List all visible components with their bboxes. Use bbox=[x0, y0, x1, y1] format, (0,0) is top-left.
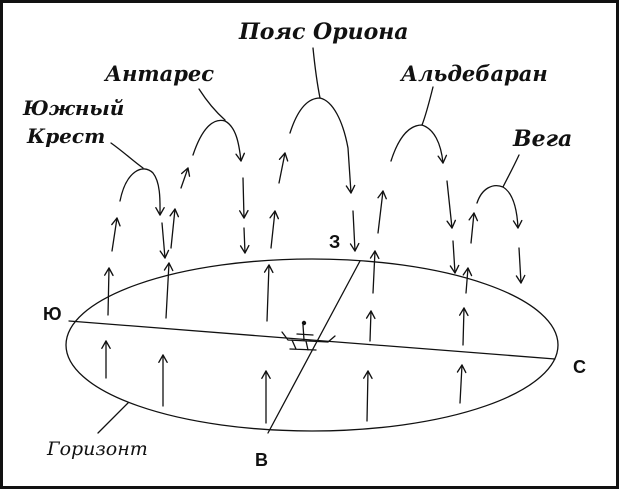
path-aldebaran bbox=[363, 124, 460, 422]
path-antares bbox=[158, 119, 250, 407]
label-south: Ю bbox=[43, 304, 62, 324]
south-north-line bbox=[68, 320, 556, 360]
label-antares: Антарес bbox=[103, 61, 214, 86]
boat-icon bbox=[281, 320, 336, 351]
label-east: В bbox=[255, 450, 268, 470]
label-vega: Вега bbox=[512, 126, 572, 152]
horizon-ellipse bbox=[65, 258, 559, 432]
pointer-antares bbox=[198, 88, 226, 121]
pointer-orion-belt bbox=[312, 47, 321, 99]
path-orion-belt bbox=[261, 97, 360, 424]
label-orion-belt: Пояс Ориона bbox=[238, 19, 409, 45]
label-horizon: Горизонт bbox=[46, 438, 148, 460]
label-southern-cross-line2: Крест bbox=[26, 124, 105, 148]
pointer-horizon bbox=[97, 402, 129, 434]
path-southern-cross bbox=[101, 168, 170, 379]
label-aldebaran: Альдебаран bbox=[399, 61, 548, 86]
east-west-line bbox=[267, 260, 361, 434]
label-north: С bbox=[573, 357, 586, 377]
pointer-southern-cross bbox=[110, 142, 144, 169]
pointer-aldebaran bbox=[421, 86, 434, 126]
label-southern-cross-line1: Южный bbox=[22, 96, 124, 120]
pointer-vega bbox=[502, 154, 520, 188]
star-paths-diagram: Южный Крест Антарес Пояс Ориона Альдебар… bbox=[22, 19, 586, 470]
label-west: З bbox=[329, 232, 340, 252]
